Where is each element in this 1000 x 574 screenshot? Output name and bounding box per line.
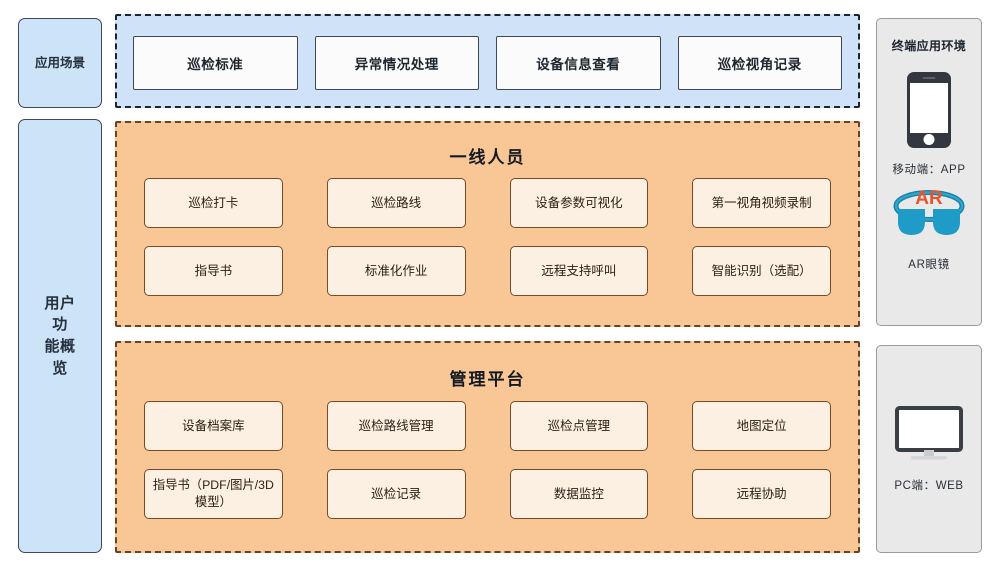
function-card[interactable]: 智能识别（选配） — [692, 246, 831, 296]
overview-line-2: 能概览 — [44, 338, 76, 377]
function-card-label: 智能识别（选配） — [711, 263, 812, 278]
function-card[interactable]: 第一视角视频录制 — [692, 178, 831, 228]
front-line-section-title: 一线人员 — [449, 148, 526, 167]
scenario-card-label: 异常情况处理 — [354, 57, 439, 72]
scenario-card-label: 设备信息查看 — [536, 57, 621, 72]
function-card-label: 远程协助 — [736, 486, 787, 501]
function-card[interactable]: 地图定位 — [692, 401, 831, 451]
scenario-card-row: 巡检标准 异常情况处理 设备信息查看 巡检视角记录 — [133, 36, 842, 90]
monitor-icon — [893, 405, 965, 467]
function-card-label: 巡检路线 — [371, 195, 422, 210]
front-line-section: 一线人员 巡检打卡 巡检路线 设备参数可视化 第一视角视频录制 指导书 标准化作… — [115, 121, 860, 327]
function-card-label: 指导书（PDF/图片/3D模型） — [152, 478, 274, 509]
function-card-label: 巡检点管理 — [547, 418, 611, 433]
phone-screen — [910, 83, 948, 133]
function-card[interactable]: 设备参数可视化 — [509, 178, 649, 228]
function-card[interactable]: 数据监控 — [509, 469, 649, 519]
function-card[interactable]: 巡检记录 — [326, 469, 466, 519]
left-label-scenario: 应用场景 — [18, 18, 102, 108]
function-card-label: 数据监控 — [553, 486, 604, 501]
ar-caption: AR眼镜 — [908, 259, 950, 271]
function-card-label: 地图定位 — [736, 418, 787, 433]
function-card[interactable]: 指导书（PDF/图片/3D模型） — [144, 469, 283, 519]
left-label-user-function-overview: 用户功能概览 — [18, 119, 102, 553]
function-card-label: 第一视角视频录制 — [711, 195, 812, 210]
function-card[interactable]: 巡检路线 — [326, 178, 466, 228]
management-platform-section-title: 管理平台 — [449, 370, 526, 389]
function-card[interactable]: 远程协助 — [692, 469, 831, 519]
ar-glasses-icon: AR — [892, 188, 966, 244]
smartphone-icon — [907, 72, 951, 148]
pc-caption: PC端：WEB — [894, 479, 964, 492]
phone-home-button — [923, 133, 935, 145]
scenario-section: 巡检标准 异常情况处理 设备信息查看 巡检视角记录 — [115, 14, 860, 108]
function-card-label: 设备参数可视化 — [535, 195, 623, 210]
scenario-card-label: 巡检标准 — [187, 57, 244, 72]
function-card-label: 巡检路线管理 — [358, 418, 434, 433]
scenario-card-label: 巡检视角记录 — [717, 57, 802, 72]
phone-speaker — [922, 77, 936, 79]
function-card[interactable]: 巡检点管理 — [509, 401, 649, 451]
terminal-panel-title: 终端应用环境 — [891, 39, 967, 53]
management-platform-section: 管理平台 设备档案库 巡检路线管理 巡检点管理 地图定位 指导书（PDF/图片/… — [115, 341, 860, 553]
mobile-caption: 移动端：APP — [892, 164, 966, 176]
scenario-card[interactable]: 异常情况处理 — [314, 36, 479, 90]
svg-text:AR: AR — [915, 189, 943, 209]
scenario-card[interactable]: 巡检标准 — [133, 36, 298, 90]
function-card[interactable]: 指导书 — [144, 246, 283, 296]
pc-environment-panel: PC端：WEB — [876, 345, 982, 553]
terminal-environment-panel: 终端应用环境 移动端：APP AR AR眼镜 — [876, 18, 982, 326]
function-card-label: 设备档案库 — [182, 418, 245, 433]
scenario-card[interactable]: 设备信息查看 — [496, 36, 661, 90]
front-line-function-grid: 巡检打卡 巡检路线 设备参数可视化 第一视角视频录制 指导书 标准化作业 远程支… — [144, 178, 831, 296]
function-card[interactable]: 标准化作业 — [326, 246, 466, 296]
scenario-card[interactable]: 巡检视角记录 — [677, 36, 842, 90]
left-label-scenario-text: 应用场景 — [34, 55, 85, 70]
function-card[interactable]: 巡检打卡 — [144, 178, 283, 228]
function-card[interactable]: 远程支持呼叫 — [509, 246, 649, 296]
left-label-overview-text: 用户功能概览 — [37, 293, 83, 380]
overview-line-1: 用户功 — [44, 294, 76, 334]
function-card-label: 指导书 — [194, 263, 233, 278]
function-card[interactable]: 巡检路线管理 — [326, 401, 466, 451]
management-platform-function-grid: 设备档案库 巡检路线管理 巡检点管理 地图定位 指导书（PDF/图片/3D模型）… — [144, 401, 831, 519]
function-card-label: 巡检记录 — [371, 486, 422, 501]
function-card[interactable]: 设备档案库 — [144, 401, 283, 451]
function-card-label: 标准化作业 — [364, 263, 428, 278]
function-card-label: 巡检打卡 — [188, 195, 239, 210]
function-card-label: 远程支持呼叫 — [541, 263, 617, 278]
